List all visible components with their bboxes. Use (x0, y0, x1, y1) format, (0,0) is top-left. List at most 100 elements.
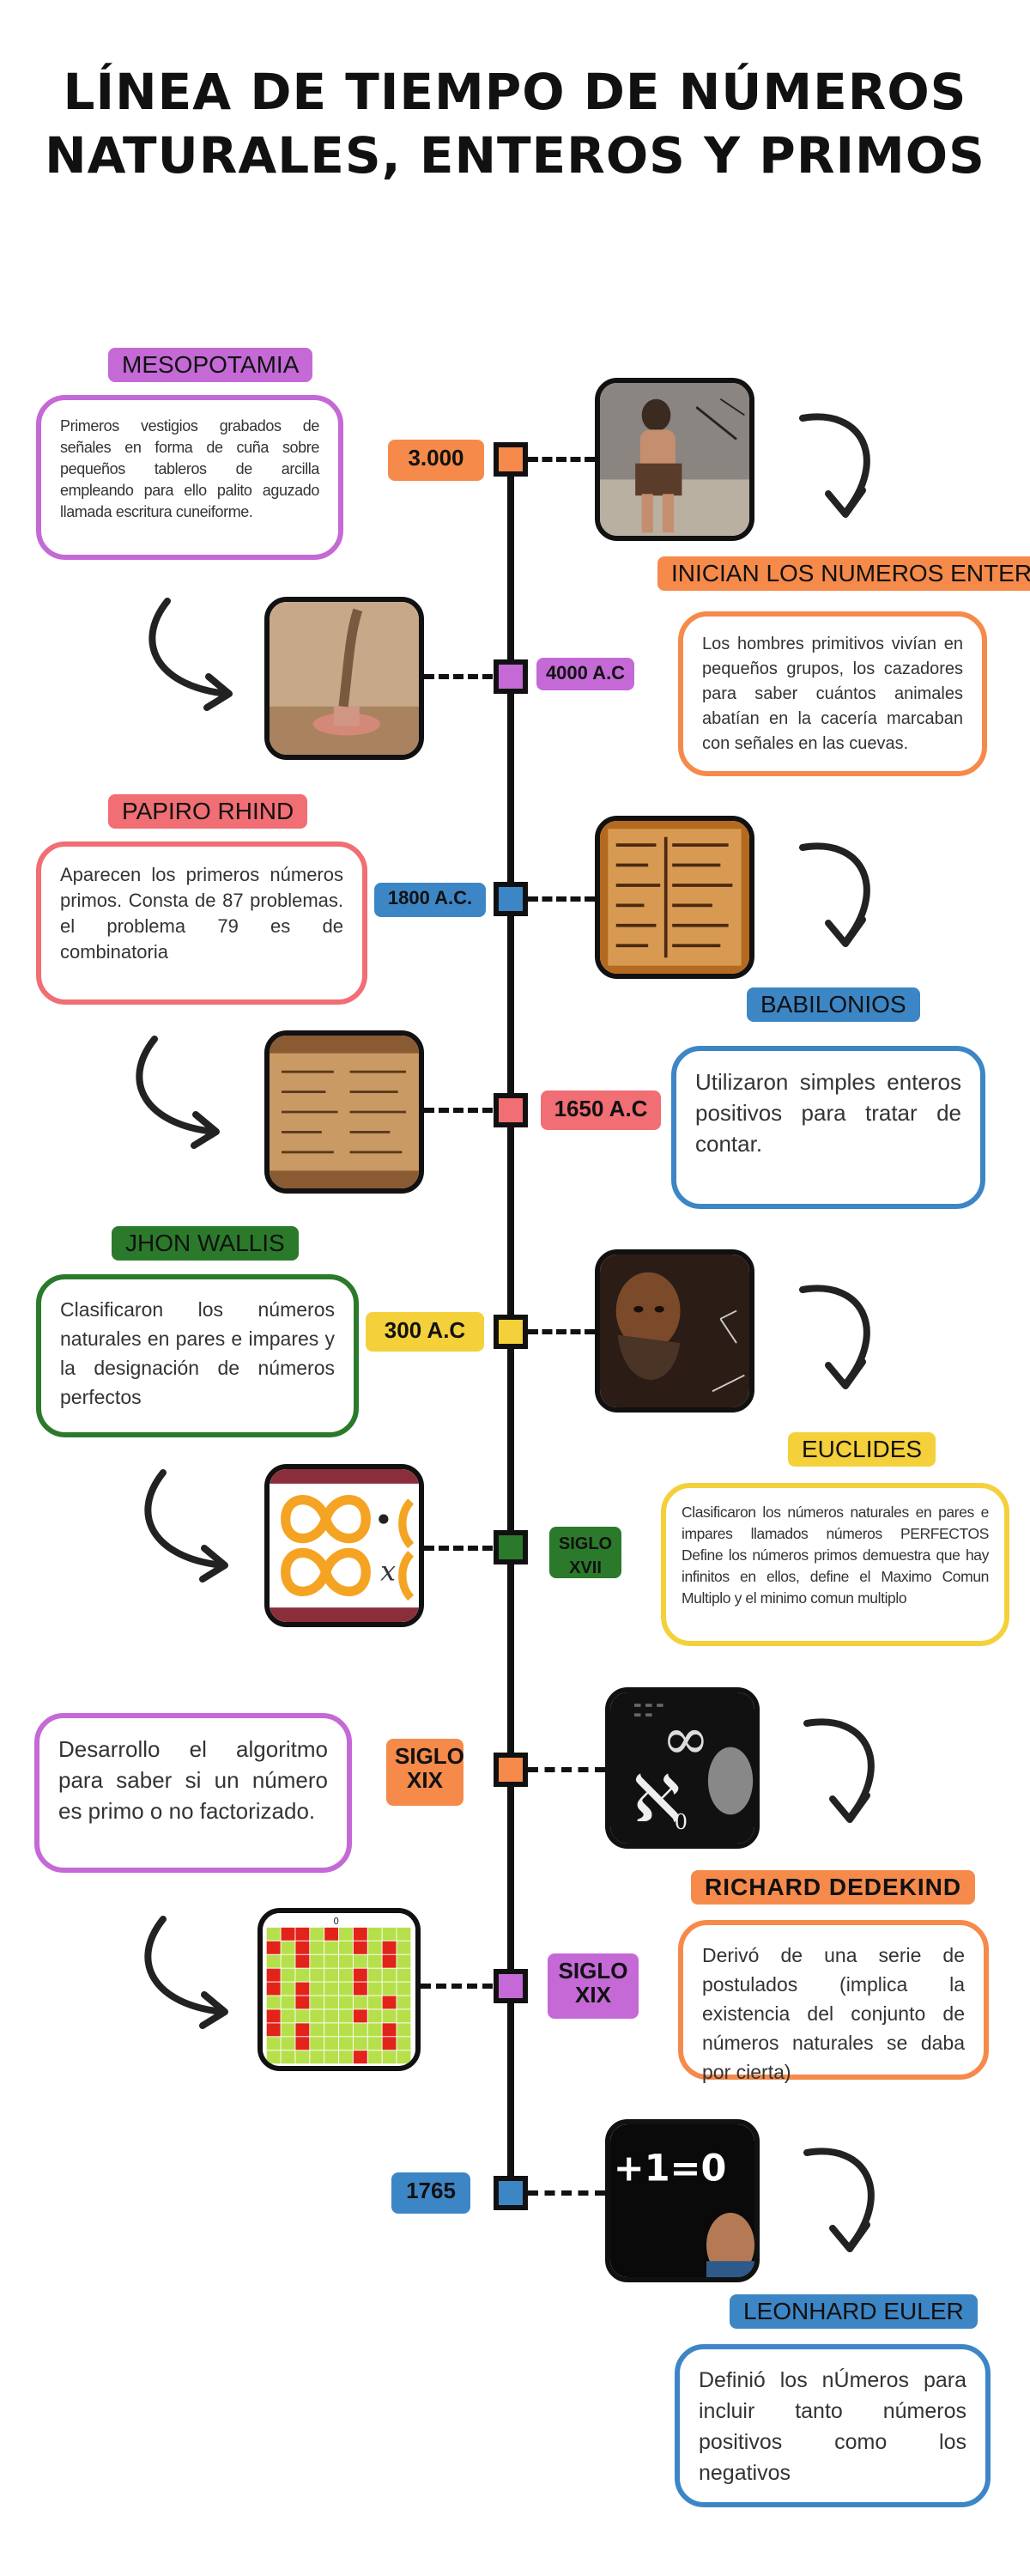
infinity-symbol-image: x (264, 1464, 424, 1627)
grid-cell (382, 1996, 397, 2009)
grid-cell (295, 2009, 310, 2023)
grid-cell (295, 2037, 310, 2050)
heading-euclides: EUCLIDES (788, 1432, 936, 1467)
grid-cell (339, 1941, 353, 1954)
curved-arrow-icon (136, 1036, 220, 1149)
grid-cell (397, 2009, 411, 2023)
grid-cell (281, 2050, 295, 2064)
grid-cell (266, 2023, 281, 2037)
grid-cell (295, 1996, 310, 2009)
grid-cell (353, 2009, 367, 2023)
textbox-euler: Definió los nÚmeros para incluir tanto n… (675, 2344, 991, 2507)
svg-text:ℵ: ℵ (633, 1762, 681, 1837)
timeline-node-5 (494, 1315, 528, 1349)
grid-cell (295, 1982, 310, 1996)
stylus-photo (264, 597, 424, 760)
grid-cell (367, 1982, 382, 1996)
connector-2 (424, 674, 493, 679)
heading-mesopotamia: MESOPOTAMIA (108, 348, 313, 382)
heading-papiro-rhind: PAPIRO RHIND (108, 794, 308, 829)
grid-cell (353, 2037, 367, 2050)
grid-cell (353, 1941, 367, 1954)
euler-equation-image: +1=0 (605, 2119, 760, 2282)
grid-cell (310, 2050, 324, 2064)
grid-cell (339, 2023, 353, 2037)
grid-cell (324, 1968, 339, 1982)
connector-9 (528, 2190, 605, 2196)
cuneiform-tablet-photo (595, 816, 754, 979)
prime-grid-image: 0 (258, 1908, 421, 2071)
grid-cell (324, 2037, 339, 2050)
date-badge-300ac: 300 A.C (366, 1312, 484, 1352)
curved-arrow-icon (148, 598, 233, 711)
grid-cell (367, 1927, 382, 1941)
grid-cell (397, 1982, 411, 1996)
grid-cell (339, 2050, 353, 2064)
heading-jhon-wallis: JHON WALLIS (112, 1226, 299, 1261)
grid-cell (382, 2009, 397, 2023)
grid-cell (310, 2037, 324, 2050)
connector-4 (424, 1108, 493, 1113)
grid-cell (266, 2009, 281, 2023)
grid-cell (397, 1968, 411, 1982)
timeline-node-4 (494, 1093, 528, 1127)
euler-equation-text: +1=0 (614, 2148, 727, 2190)
grid-cell (367, 2023, 382, 2037)
timeline-node-6 (494, 1530, 528, 1564)
grid-cell (266, 1954, 281, 1968)
grid-cell (310, 1941, 324, 1954)
grid-cell (324, 2023, 339, 2037)
grid-cell (353, 2050, 367, 2064)
grid-cell (397, 1941, 411, 1954)
grid-cell (266, 2050, 281, 2064)
grid-cell (266, 1941, 281, 1954)
euclid-portrait (595, 1249, 754, 1413)
grid-cell (324, 1982, 339, 1996)
grid-cell (310, 1968, 324, 1982)
grid-cell (382, 1941, 397, 1954)
grid-cell (295, 1954, 310, 1968)
grid-cell (281, 1954, 295, 1968)
grid-cell (339, 1996, 353, 2009)
connector-1 (528, 457, 595, 462)
papyrus-photo (264, 1030, 424, 1194)
grid-cell (310, 2009, 324, 2023)
grid-cell (310, 1954, 324, 1968)
grid-cell (295, 1941, 310, 1954)
textbox-euclides: Clasificaron los números naturales en pa… (661, 1483, 1009, 1646)
grid-cell (397, 2037, 411, 2050)
textbox-algoritmo-primos: Desarrollo el algoritmo para saber si un… (34, 1713, 352, 1873)
grid-cell (281, 2023, 295, 2037)
textbox-jhon-wallis: Clasificaron los números naturales en pa… (36, 1274, 359, 1437)
grid-cell (353, 1968, 367, 1982)
grid-cell (397, 1927, 411, 1941)
timeline-node-3 (494, 882, 528, 916)
grid-cell (367, 2050, 382, 2064)
curved-arrow-icon (799, 1285, 870, 1389)
heading-inician-enteros: INICIAN LOS NUMEROS ENTEROS (657, 556, 1030, 591)
grid-cell (397, 1996, 411, 2009)
date-badge-1650ac: 1650 A.C (541, 1091, 661, 1130)
grid-cell (324, 1927, 339, 1941)
caveman-photo (595, 378, 754, 541)
date-badge-4000ac: 4000 A.C (536, 658, 634, 690)
grid-cell (281, 2037, 295, 2050)
grid-cell (397, 1954, 411, 1968)
curved-arrow-icon (803, 1718, 875, 1823)
timeline-node-8 (494, 1969, 528, 2003)
grid-cell (310, 1996, 324, 2009)
grid-cell (382, 1927, 397, 1941)
grid-cell (339, 1968, 353, 1982)
heading-leonhard-euler: LEONHARD EULER (730, 2294, 978, 2329)
date-badge-1765: 1765 (391, 2172, 470, 2214)
curved-arrow-icon (144, 1469, 228, 1583)
grid-top-label: 0 (333, 1917, 339, 1927)
grid-cell (382, 2037, 397, 2050)
title-line-1: LÍNEA DE TIEMPO DE NÚMEROS (63, 63, 967, 121)
textbox-inician-enteros: Los hombres primitivos vivían en pequeño… (678, 611, 987, 776)
curved-arrow-icon (799, 413, 870, 518)
date-badge-siglo-xvii: SIGLO XVII (549, 1527, 621, 1578)
grid-cell (310, 1982, 324, 1996)
grid-cell (339, 1954, 353, 1968)
timeline-node-2 (494, 659, 528, 694)
